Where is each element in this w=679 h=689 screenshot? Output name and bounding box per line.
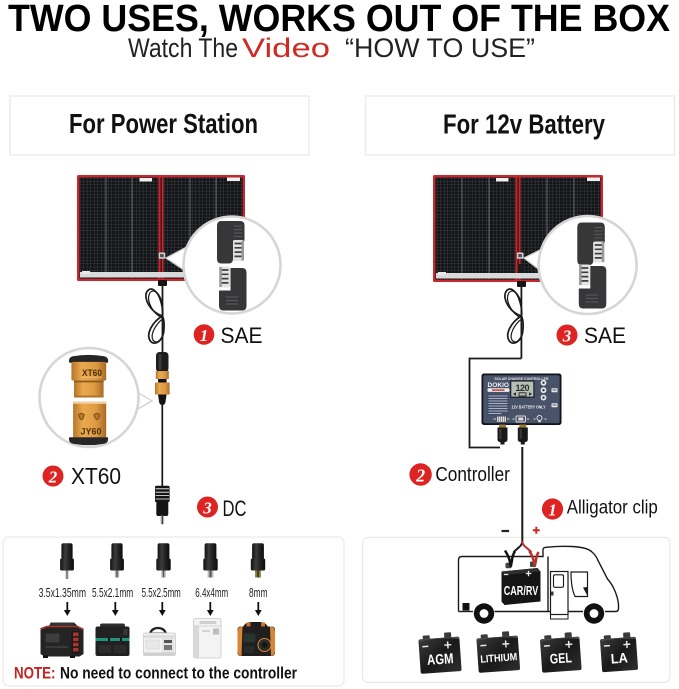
svg-text:XT60: XT60 xyxy=(82,368,102,379)
svg-text:Alligator clip: Alligator clip xyxy=(567,497,658,519)
svg-text:CAR/RV: CAR/RV xyxy=(504,584,539,598)
svg-text:DC: DC xyxy=(223,496,247,521)
svg-text:3: 3 xyxy=(562,327,572,346)
svg-text:5.5x2.1mm: 5.5x2.1mm xyxy=(92,586,133,600)
svg-text:12V BATTERY ONLY: 12V BATTERY ONLY xyxy=(512,404,546,409)
svg-text:“HOW TO USE”: “HOW TO USE” xyxy=(345,33,535,63)
svg-text:DOKIO: DOKIO xyxy=(488,382,510,389)
svg-text:XT60: XT60 xyxy=(71,463,121,489)
svg-text:LITHIUM: LITHIUM xyxy=(480,651,518,666)
svg-text:GEL: GEL xyxy=(549,649,572,667)
svg-text:8mm: 8mm xyxy=(249,586,268,600)
svg-text:TWO USES, WORKS OUT OF THE BOX: TWO USES, WORKS OUT OF THE BOX xyxy=(8,0,671,40)
svg-text:NOTE:: NOTE: xyxy=(14,665,56,683)
svg-text:Video: Video xyxy=(242,33,330,63)
svg-text:2: 2 xyxy=(48,468,58,487)
svg-text:No need to connect to the cont: No need to connect to the controller xyxy=(60,665,297,683)
svg-text:For Power Station: For Power Station xyxy=(69,108,258,139)
svg-text:3.5x1.35mm: 3.5x1.35mm xyxy=(39,586,86,600)
svg-text:5.5x2.5mm: 5.5x2.5mm xyxy=(142,586,181,600)
svg-text:120: 120 xyxy=(516,383,530,393)
svg-text:AGM: AGM xyxy=(427,651,455,669)
svg-text:SAE: SAE xyxy=(221,323,263,348)
svg-text:Watch The: Watch The xyxy=(128,33,238,63)
svg-text:JY60: JY60 xyxy=(81,427,102,438)
svg-text:3: 3 xyxy=(202,499,212,518)
svg-text:6.4x4mm: 6.4x4mm xyxy=(195,586,228,600)
svg-text:Controller: Controller xyxy=(435,463,510,486)
svg-text:2: 2 xyxy=(415,466,425,486)
svg-text:SOLAR CHARGE CONTROLLER: SOLAR CHARGE CONTROLLER xyxy=(495,377,549,381)
svg-text:For 12v Battery: For 12v Battery xyxy=(443,109,605,140)
svg-text:SAE: SAE xyxy=(584,323,626,348)
svg-text:LA: LA xyxy=(610,649,628,666)
svg-text:1: 1 xyxy=(548,501,557,520)
svg-text:1: 1 xyxy=(200,326,209,345)
